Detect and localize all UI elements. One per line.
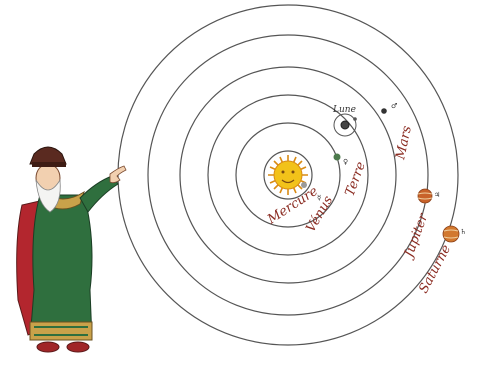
label-jupiter: Jupiter: [401, 211, 432, 262]
sun: [268, 155, 308, 195]
planet-jupiter: [418, 189, 432, 203]
symbol-saturn: ♄: [460, 228, 466, 236]
planet-earth: [341, 121, 349, 129]
sun-eye-left: [282, 171, 285, 174]
pointing-hand: [110, 166, 126, 183]
shoe-left: [37, 342, 59, 352]
symbol-jupiter: ♃: [434, 191, 440, 199]
shoe-right: [67, 342, 89, 352]
planet-moon: [353, 117, 357, 121]
hat: [30, 147, 66, 164]
astronomer-figure: [17, 147, 126, 352]
symbol-venus: ♀: [343, 158, 348, 166]
planet-saturn: [443, 226, 459, 242]
robe-hem: [30, 322, 92, 340]
planet-mars: [381, 108, 387, 114]
label-saturn: Saturne: [416, 242, 454, 296]
robe: [30, 195, 92, 340]
label-moon: Lune: [332, 105, 356, 115]
label-mars: Mars: [393, 124, 415, 162]
planet-venus: [334, 154, 341, 161]
symbol-mars: ♂: [391, 102, 397, 110]
sun-disc: [274, 161, 302, 189]
sun-eye-right: [292, 171, 295, 174]
